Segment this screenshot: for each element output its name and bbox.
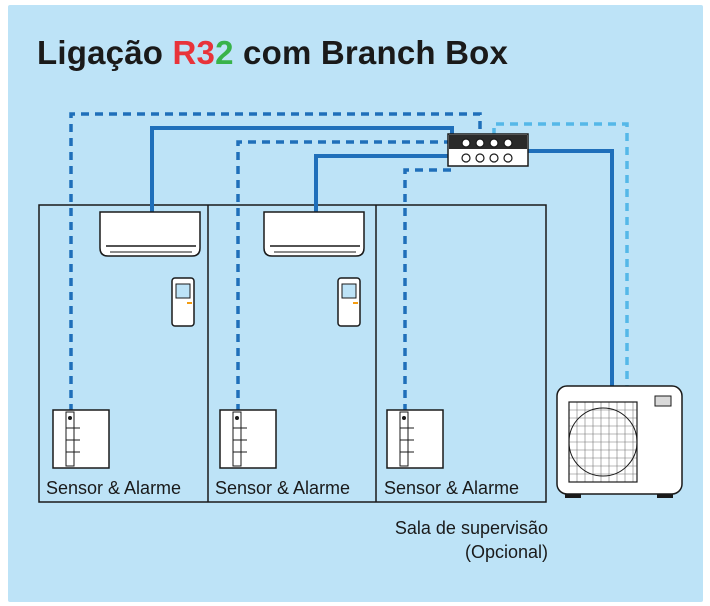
page-title: Ligação R32 com Branch Box — [37, 34, 508, 72]
supervision-note-line1: Sala de supervisão — [394, 518, 548, 538]
remote-control-icon — [171, 277, 195, 327]
outdoor-unit-icon — [556, 385, 683, 498]
room-frame — [38, 204, 547, 503]
indoor-unit-icon — [99, 211, 201, 257]
remote-control-icon — [337, 277, 361, 327]
indoor-unit-icon — [263, 211, 365, 257]
signal-wires — [69, 112, 482, 412]
sensor-alarm-icon — [386, 409, 444, 469]
refrigerant-pipes — [150, 126, 614, 388]
branch-box-icon — [447, 133, 529, 167]
room-label-1: Sensor & Alarme — [46, 478, 182, 498]
optional-wire — [492, 122, 629, 388]
title-suffix: com Branch Box — [243, 34, 509, 71]
title-prefix: Ligação — [37, 34, 164, 71]
sensor-alarm-icon — [219, 409, 277, 469]
r32-logo: R32 — [172, 34, 234, 71]
room-label-2: Sensor & Alarme — [215, 478, 351, 498]
room-label-3: Sensor & Alarme — [384, 478, 520, 498]
supervision-note-line2: (Opcional) — [464, 542, 548, 562]
sensor-alarm-icon — [52, 409, 110, 469]
